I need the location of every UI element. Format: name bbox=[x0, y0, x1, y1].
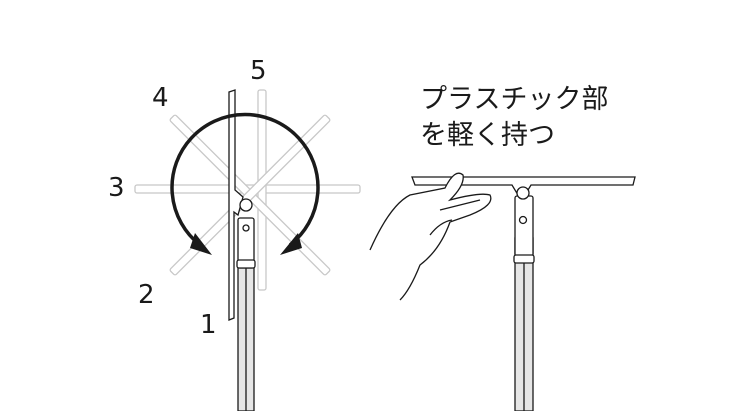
caption-line-1: プラスチック部 bbox=[420, 84, 609, 115]
position-label-5: 5 bbox=[250, 56, 267, 86]
rotation-arrow-icon bbox=[170, 112, 320, 247]
shaft-left bbox=[236, 198, 256, 411]
position-label-4: 4 bbox=[152, 83, 169, 113]
ghost-positions bbox=[134, 89, 361, 291]
active-head bbox=[228, 89, 244, 321]
position-label-2: 2 bbox=[138, 280, 155, 310]
squeegee-right bbox=[411, 176, 636, 411]
hand-icon bbox=[369, 172, 492, 301]
position-label-1: 1 bbox=[200, 310, 217, 340]
caption-line-2: を軽く持つ bbox=[420, 120, 555, 151]
position-label-3: 3 bbox=[108, 173, 125, 203]
instruction-caption: プラスチック部 を軽く持つ bbox=[420, 82, 608, 154]
